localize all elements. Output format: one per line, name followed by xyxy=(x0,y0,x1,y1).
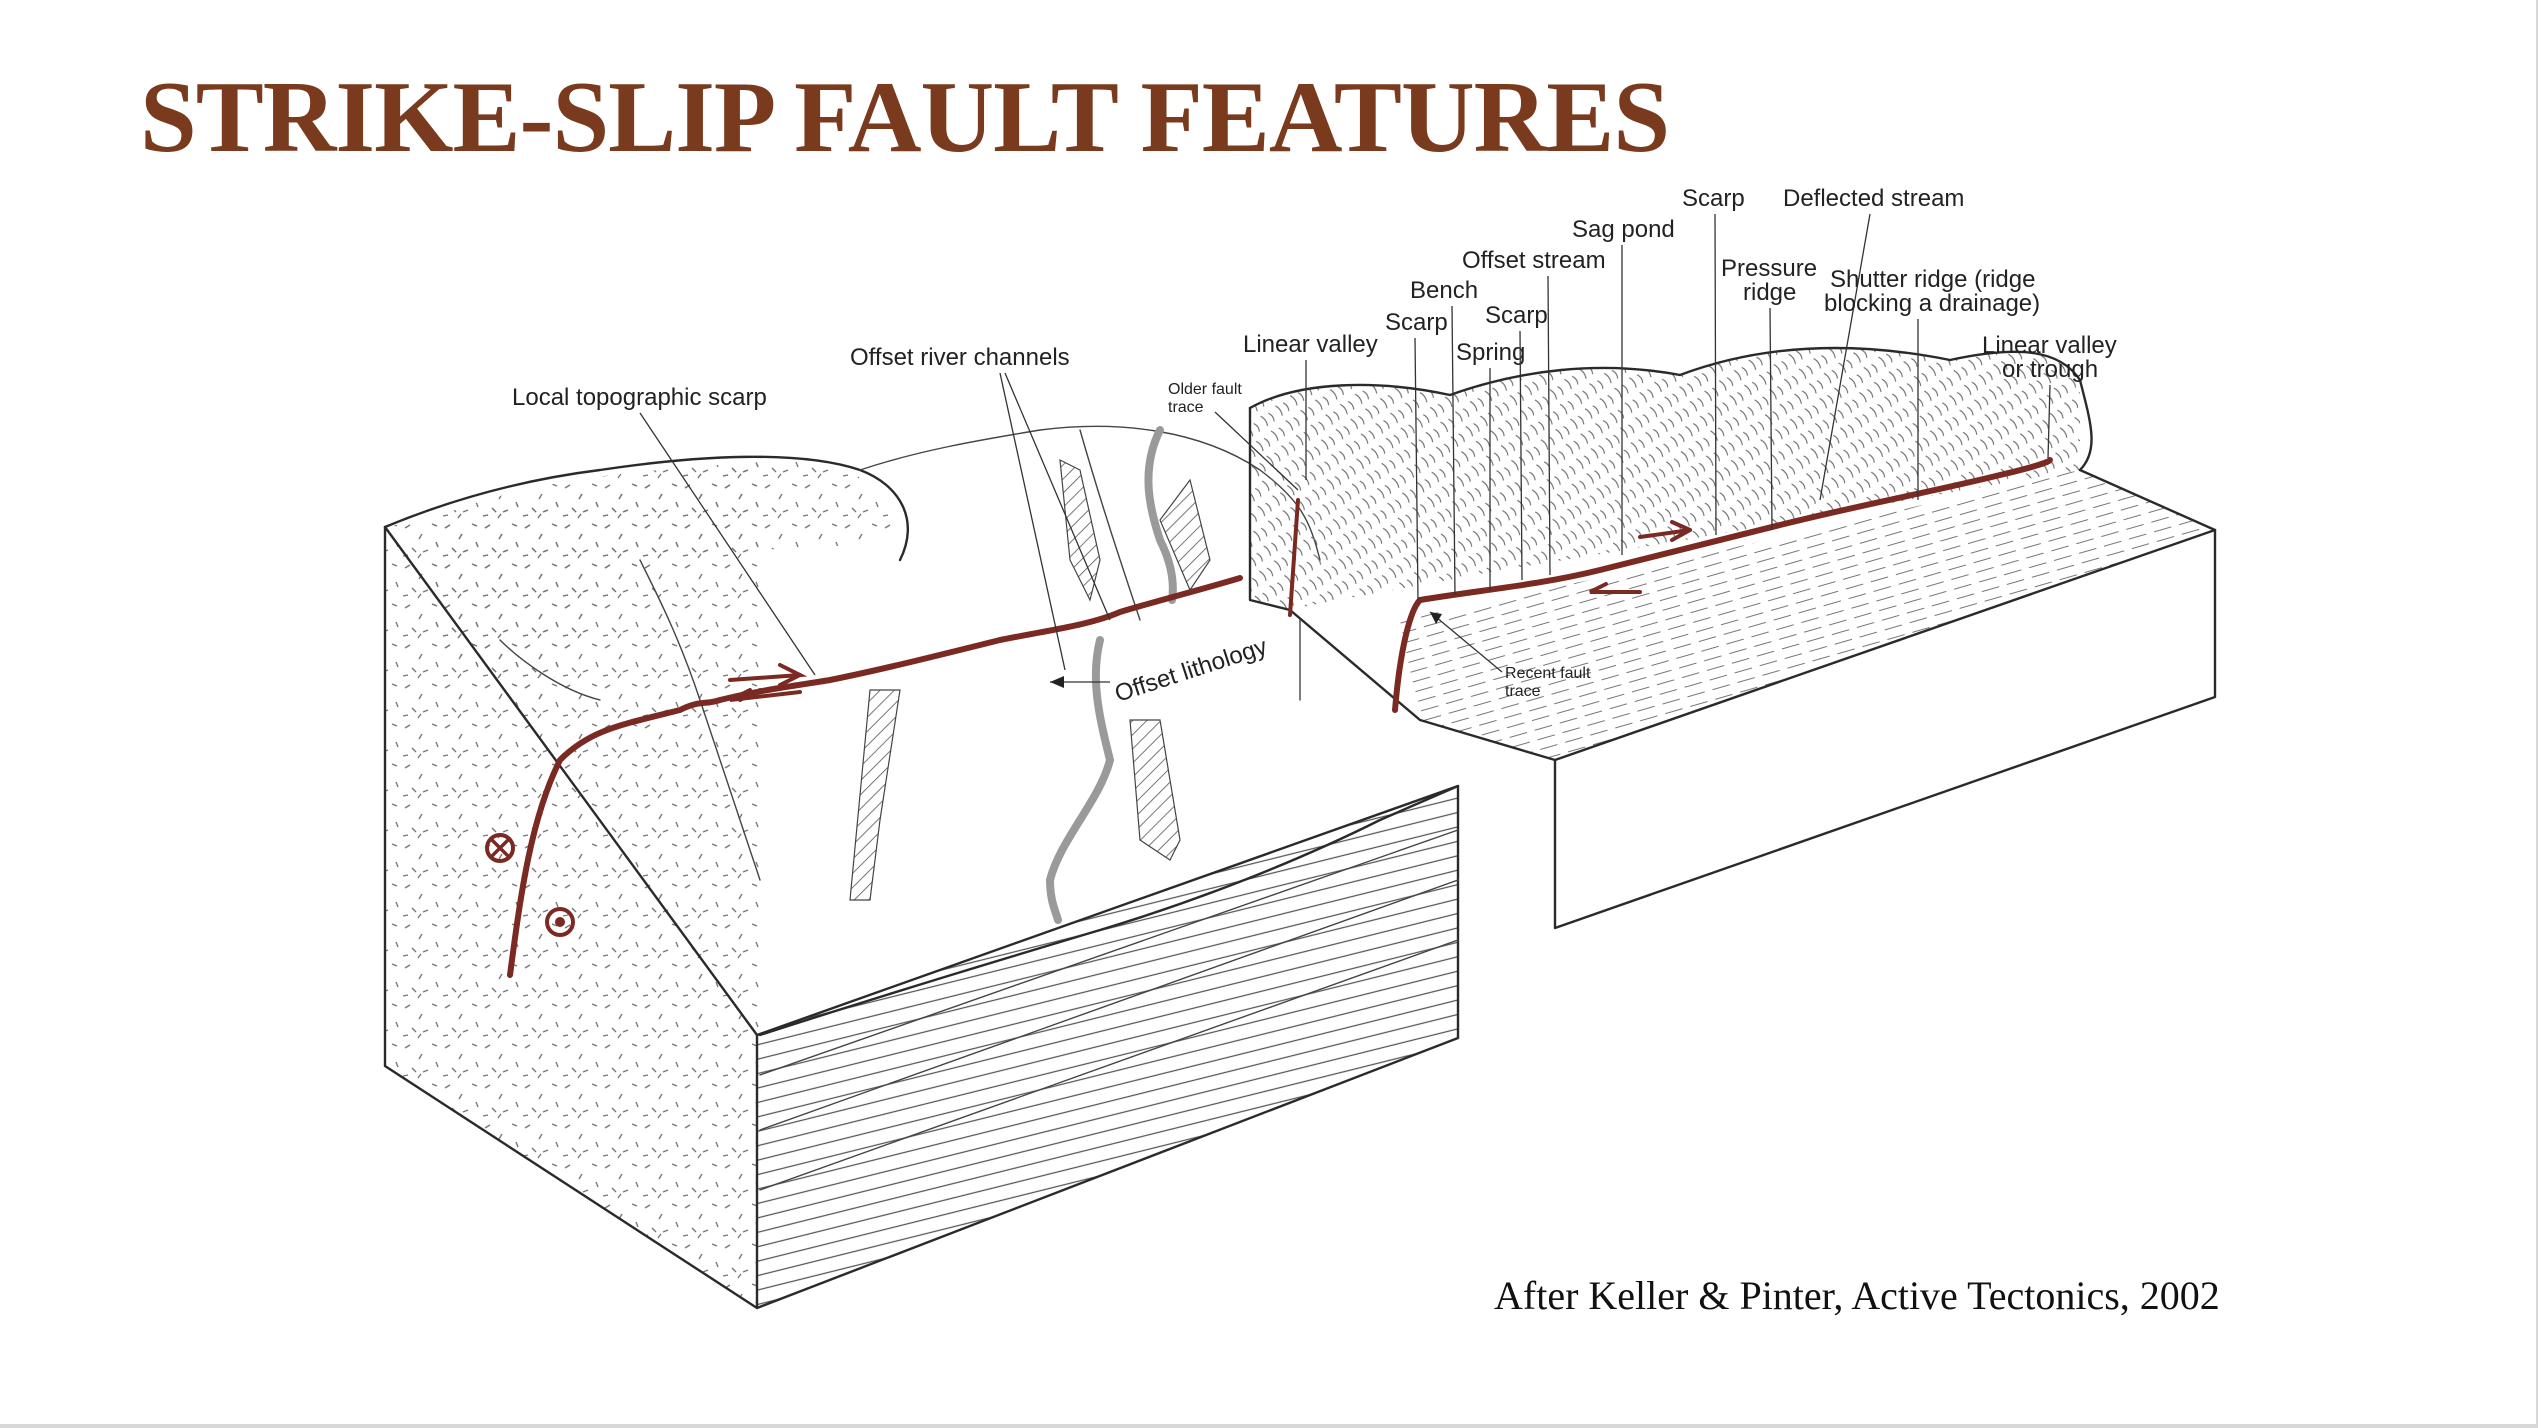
label-deflected-stream: Deflected stream xyxy=(1783,185,1964,212)
label-bench: Bench xyxy=(1410,277,1478,304)
label-shutter-ridge-2: blocking a drainage) xyxy=(1824,290,2040,317)
label-older-fault-trace-2: trace xyxy=(1168,399,1204,416)
label-local-topographic-scarp: Local topographic scarp xyxy=(512,384,767,411)
label-spring: Spring xyxy=(1456,339,1525,366)
label-pressure-ridge-2: ridge xyxy=(1743,279,1796,306)
label-older-fault-trace-1: Older fault xyxy=(1168,381,1242,398)
label-scarp-3: Scarp xyxy=(1682,185,1745,212)
label-linear-valley-trough-2: or trough xyxy=(2002,356,2098,383)
label-pressure-ridge-1: Pressure xyxy=(1721,255,1817,282)
label-sag-pond: Sag pond xyxy=(1572,216,1675,243)
label-recent-fault-trace-2: trace xyxy=(1505,683,1541,700)
label-shutter-ridge-1: Shutter ridge (ridge xyxy=(1830,266,2035,293)
label-offset-stream: Offset stream xyxy=(1462,247,1606,274)
label-offset-river-channels: Offset river channels xyxy=(850,344,1070,371)
label-scarp-2: Scarp xyxy=(1485,302,1548,329)
source-citation: After Keller & Pinter, Active Tectonics,… xyxy=(1494,1272,2220,1319)
label-offset-lithology: Offset lithology xyxy=(1112,633,1271,708)
label-recent-fault-trace-1: Recent fault xyxy=(1505,665,1591,682)
label-scarp-1: Scarp xyxy=(1385,309,1448,336)
label-linear-valley: Linear valley xyxy=(1243,331,1378,358)
label-linear-valley-trough-1: Linear valley xyxy=(1982,332,2117,359)
